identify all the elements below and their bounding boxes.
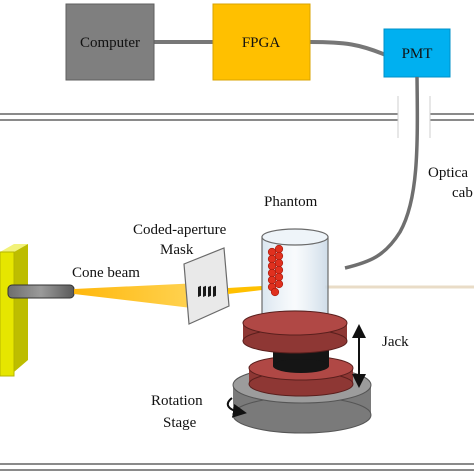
mask-slot [203, 285, 206, 297]
mask-pattern [198, 285, 216, 298]
phantom-rod [274, 279, 284, 289]
phantom-rod [274, 272, 284, 282]
computer-label: Computer [80, 35, 140, 51]
fpga-pmt-cable [309, 40, 389, 58]
optical-cable-label-line1: Optica [428, 165, 468, 181]
jack-label: Jack [382, 334, 409, 350]
mask-slot [198, 285, 201, 298]
phantom-rod [267, 261, 277, 271]
cable-feedthrough [398, 108, 430, 126]
source-tube [7, 284, 75, 299]
mask-plate [183, 247, 230, 325]
fpga-label: FPGA [242, 35, 281, 51]
stage-assembly [232, 310, 372, 434]
phantom-cylinder-top [261, 228, 329, 246]
phantom-rod [267, 247, 277, 257]
pmt-label: PMT [402, 46, 433, 62]
phantom-rod [274, 258, 284, 268]
computer-box [65, 3, 155, 81]
electronics-chain: Computer FPGA PMT [65, 3, 451, 81]
beam-through-phantom [228, 286, 262, 294]
mask-slot [213, 285, 216, 297]
phantom-rod [274, 251, 284, 261]
coded-aperture-mask [183, 247, 230, 325]
rotation-stage-label-line2: Stage [163, 415, 197, 431]
cone-beam [74, 283, 200, 309]
phantom-rods [267, 244, 284, 297]
phantom-rod [274, 244, 284, 254]
rotation-arrow [226, 397, 247, 418]
phantom-rod [267, 275, 277, 285]
source-top-face [0, 244, 28, 252]
fpga-box [212, 3, 311, 81]
phantom-rod [267, 268, 277, 278]
phantom-rod [274, 265, 284, 275]
rotation-stage-label-line1: Rotation [151, 393, 203, 409]
phantom-label: Phantom [264, 194, 318, 210]
jack-upper-plate-top [242, 310, 348, 336]
phantom-rod [267, 254, 277, 264]
xray-source [0, 244, 75, 377]
mask-label-line2: Mask [160, 242, 194, 258]
optical-cable-label-line2: cab [452, 185, 473, 201]
dark-enclosure [0, 96, 474, 471]
cone-beam-label: Cone beam [72, 265, 140, 281]
jack-column-bottom [273, 359, 329, 373]
mask-slot [208, 285, 211, 297]
mask-label-line1: Coded-aperture [133, 222, 227, 238]
source-front-face [0, 251, 15, 377]
source-side-face [14, 244, 28, 372]
optical-cable [344, 76, 420, 270]
phantom-rod [270, 287, 280, 297]
